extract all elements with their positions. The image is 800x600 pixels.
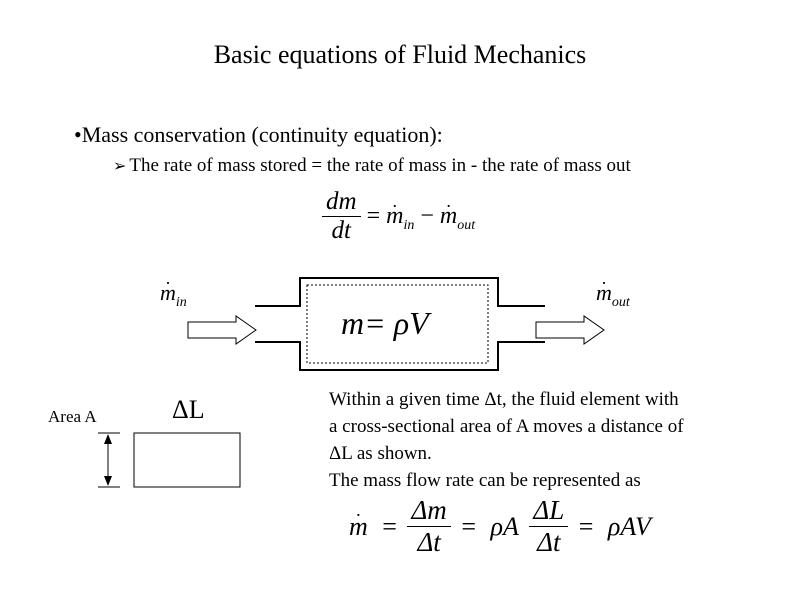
fraction-denominator: Δt (417, 527, 441, 557)
arrow-bullet-icon: ➢ (113, 156, 127, 175)
fraction-numerator: dm (322, 188, 361, 217)
inlet-arrow-icon (187, 315, 257, 345)
fluid-element-box (133, 432, 241, 488)
fraction-denominator: dt (331, 217, 351, 244)
mass-flow-out-label: mout (596, 280, 630, 310)
m-dot-out: m (440, 203, 457, 230)
pipe-outline (255, 277, 545, 307)
pipe-outline-bottom (255, 341, 545, 371)
delta-m-delta-t-fraction: Δm Δt (407, 495, 451, 558)
outlet-arrow-icon (535, 315, 605, 345)
equals-sign: = (578, 511, 594, 541)
explanation-line: Within a given time Δt, the fluid elemen… (329, 389, 679, 410)
subscript-out: out (457, 218, 476, 233)
m-dot-in: m (386, 203, 403, 230)
mass-density-volume-equation: m= ρV (341, 305, 429, 341)
fraction-numerator: Δm (407, 495, 451, 527)
rho-a-v: ρAV (607, 511, 651, 541)
area-a-label: Area A (48, 407, 97, 426)
equals-sign: = (366, 203, 381, 229)
continuity-equation: dm dt = min − mout (322, 188, 475, 245)
sub-bullet-text: The rate of mass stored = the rate of ma… (129, 155, 631, 176)
mass-flow-in-label: min (160, 280, 187, 310)
fraction-numerator: ΔL (529, 495, 569, 527)
delta-l-delta-t-fraction: ΔL Δt (529, 495, 569, 558)
delta-l-label: ΔL (172, 395, 205, 424)
explanation-line: The mass flow rate can be represented as (329, 470, 641, 491)
bullet-mass-conservation: •Mass conservation (continuity equation)… (74, 122, 443, 147)
equals-sign: = (382, 511, 397, 541)
subscript-in: in (403, 218, 415, 233)
control-volume-dotted (306, 284, 489, 364)
equals-sign: = (461, 511, 476, 541)
mass-flow-rate-equation: m = Δm Δt = ρA ΔL Δt = ρAV (345, 495, 655, 558)
dm-dt-fraction: dm dt (322, 188, 361, 245)
arrow-up-icon (104, 434, 112, 444)
explanation-paragraph: Within a given time Δt, the fluid elemen… (329, 386, 769, 494)
rho-a: ρA (490, 511, 519, 541)
explanation-line: a cross-sectional area of A moves a dist… (329, 416, 684, 437)
arrow-down-icon (104, 476, 112, 486)
slide-title: Basic equations of Fluid Mechanics (213, 40, 587, 69)
sub-bullet: ➢The rate of mass stored = the rate of m… (113, 155, 631, 177)
fraction-denominator: Δt (537, 527, 561, 557)
m-dot: m (349, 512, 368, 542)
explanation-line: ΔL as shown. (329, 443, 432, 464)
minus-sign: − (420, 203, 434, 229)
